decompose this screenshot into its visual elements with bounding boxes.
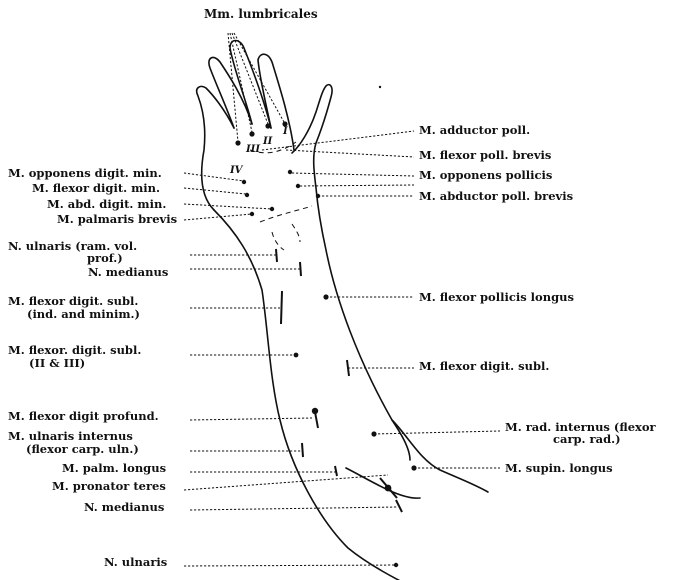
motor-point-dot — [316, 194, 320, 198]
label-abductor-poll-brevis: M. abductor poll. brevis — [419, 189, 573, 203]
label-adductor-poll: M. adductor poll. — [419, 123, 530, 137]
motor-point-dot — [270, 207, 274, 211]
label-opponens-pollicis: M. opponens pollicis — [419, 168, 552, 182]
lumbricalis-dot — [235, 140, 240, 145]
label-supin-longus: M. supin. longus — [505, 461, 613, 475]
nerve-tick — [276, 249, 277, 262]
motor-point-dot — [245, 193, 249, 197]
label-flexor-digit-subl-ind-minim-line2: (ind. and minim.) — [27, 307, 140, 321]
nerve-tick — [300, 262, 301, 276]
label-n-ulnaris: N. ulnaris — [104, 555, 167, 569]
left-leaders — [184, 173, 400, 566]
motor-point-dot — [371, 431, 376, 436]
label-n-medianus-lower: N. medianus — [84, 500, 164, 514]
label-rad-internus-line2: carp. rad.) — [553, 432, 621, 446]
label-ulnaris-internus-line2: (flexor carp. uln.) — [26, 442, 139, 456]
right-labels: M. adductor poll. M. flexor poll. brevis… — [419, 123, 657, 475]
palm-creases — [250, 142, 312, 250]
arm-outline — [197, 41, 488, 580]
label-n-ulnaris-ram-vol-line2: prof.) — [87, 251, 123, 265]
lumbricales-dots — [235, 121, 287, 145]
label-flexor-digit-subl-ii-iii: M. flexor. digit. subl. — [8, 343, 141, 357]
motor-point-dot — [296, 184, 300, 188]
label-flexor-digit-min: M. flexor digit. min. — [32, 181, 160, 195]
roman-numeral-III: III — [245, 144, 260, 155]
motor-point-dot — [242, 180, 246, 184]
nerve-tick — [347, 360, 349, 376]
nerve-tick — [315, 412, 318, 428]
roman-numeral-II: II — [262, 136, 273, 147]
label-n-medianus-upper: N. medianus — [88, 265, 168, 279]
nerve-ticks — [276, 249, 402, 512]
print-speck — [379, 86, 381, 88]
label-ulnaris-internus: M. ulnaris internus — [8, 429, 133, 443]
label-opponens-digit-min: M. opponens digit. min. — [8, 166, 162, 180]
label-flexor-poll-brevis: M. flexor poll. brevis — [419, 148, 551, 162]
roman-numeral-I: I — [282, 126, 288, 137]
motor-point-dot — [294, 353, 299, 358]
motor-point-dot — [394, 563, 398, 567]
motor-point-dot — [250, 212, 254, 216]
label-flexor-digit-subl: M. flexor digit. subl. — [419, 359, 549, 373]
label-abd-digit-min: M. abd. digit. min. — [47, 197, 166, 211]
motor-point-dot — [288, 170, 292, 174]
motor-point-dot — [323, 294, 328, 299]
title: Mm. lumbricales — [204, 7, 318, 21]
label-flexor-pollicis-longus: M. flexor pollicis longus — [419, 290, 574, 304]
label-pronator-teres: M. pronator teres — [52, 479, 166, 493]
nerve-tick — [396, 500, 402, 512]
nerve-tick — [335, 466, 337, 476]
label-flexor-digit-profund: M. flexor digit profund. — [8, 409, 159, 423]
nerve-tick — [281, 291, 282, 324]
left-labels: M. opponens digit. min. M. flexor digit.… — [8, 166, 177, 569]
lumbricalis-dot — [249, 131, 254, 136]
label-flexor-digit-subl-ii-iii-line2: (II & III) — [29, 356, 85, 370]
lumbricalis-dot — [265, 123, 270, 128]
nerve-tick — [302, 443, 303, 457]
roman-numeral-IV: IV — [229, 165, 244, 176]
label-palm-longus: M. palm. longus — [62, 461, 166, 475]
label-flexor-digit-subl-ind-minim: M. flexor digit. subl. — [8, 294, 138, 308]
label-palmaris-brevis: M. palmaris brevis — [57, 212, 177, 226]
motor-point-dot — [411, 465, 416, 470]
